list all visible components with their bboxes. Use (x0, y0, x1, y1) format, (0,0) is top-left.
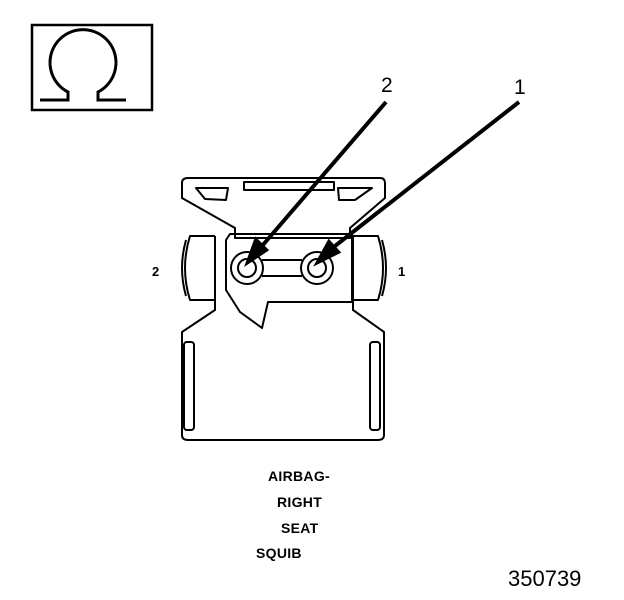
leader-1 (333, 100, 521, 248)
caption-line-2: RIGHT (277, 494, 323, 510)
pin-label-2: 2 (152, 264, 160, 279)
caption-line-4: SQUIB (256, 545, 302, 561)
caption-line-1: AIRBAG- (268, 468, 330, 484)
arrowhead-2 (244, 236, 270, 268)
connector-body (181, 177, 387, 441)
caption-line-3: SEAT (281, 520, 319, 536)
ohm-icon (30, 23, 154, 112)
pin-label-1: 1 (398, 264, 406, 279)
callout-leaders (244, 100, 521, 268)
leader-2 (260, 100, 388, 248)
callout-label-1: 1 (514, 76, 526, 99)
figure-number: 350739 (508, 566, 582, 591)
arrowhead-1 (313, 238, 342, 267)
callout-label-2: 2 (381, 74, 393, 97)
